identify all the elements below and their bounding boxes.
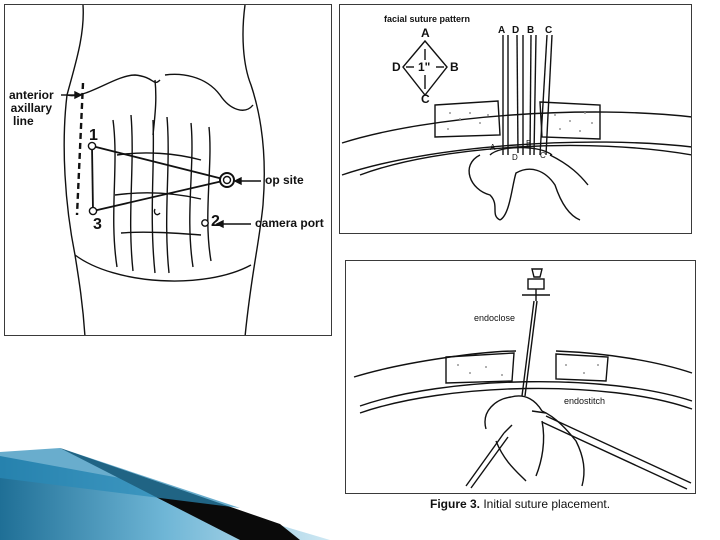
diamond-label-top: A <box>421 26 430 40</box>
suture-pattern-drawing <box>341 34 691 221</box>
endoclose-label: endoclose <box>474 313 516 323</box>
port-2-marker <box>201 219 209 227</box>
endostitch-label: endostitch <box>564 396 606 406</box>
abdomen-port-diagram: anterior axillary line 1 3 2 op site cam… <box>4 4 332 336</box>
camera-port-label: camera port <box>255 216 324 230</box>
port-1-label: 1 <box>89 127 98 144</box>
suture-pattern-title: facial suture pattern <box>384 14 471 24</box>
tissue-label-b: B <box>526 139 532 148</box>
suture-pattern-diagram: facial suture pattern A D 1" B C A D B C… <box>339 4 692 234</box>
needle-label-b: B <box>527 25 535 36</box>
needle-label-a: A <box>498 25 506 36</box>
tissue-label-c: C <box>540 151 546 160</box>
needle-label-d: D <box>512 25 520 36</box>
caption-text: Initial suture placement. <box>480 497 611 511</box>
diamond-label-bottom: C <box>421 92 430 106</box>
tissue-label-a: A <box>490 143 496 152</box>
diamond-label-right: B <box>450 60 459 74</box>
port-3-marker <box>88 206 98 216</box>
caption-prefix: Figure 3. <box>430 497 481 511</box>
op-site-label: op site <box>265 173 304 187</box>
abdomen-drawing <box>61 5 265 335</box>
figure-caption: Figure 3. Initial suture placement. <box>430 497 610 511</box>
port-3-label: 3 <box>93 216 102 233</box>
endoclose-drawing <box>353 268 693 490</box>
diamond-label-center: 1" <box>418 60 431 74</box>
anterior-axillary-line-label: anterior axillary line <box>9 88 54 128</box>
port-2-label: 2 <box>211 213 220 230</box>
slide-decoration <box>0 448 330 540</box>
endoclose-endostitch-diagram: endoclose endostitch <box>345 260 696 494</box>
diamond-label-left: D <box>392 60 401 74</box>
port-1-marker <box>87 141 97 151</box>
tissue-label-d: D <box>512 153 518 162</box>
needle-label-c: C <box>545 25 553 36</box>
